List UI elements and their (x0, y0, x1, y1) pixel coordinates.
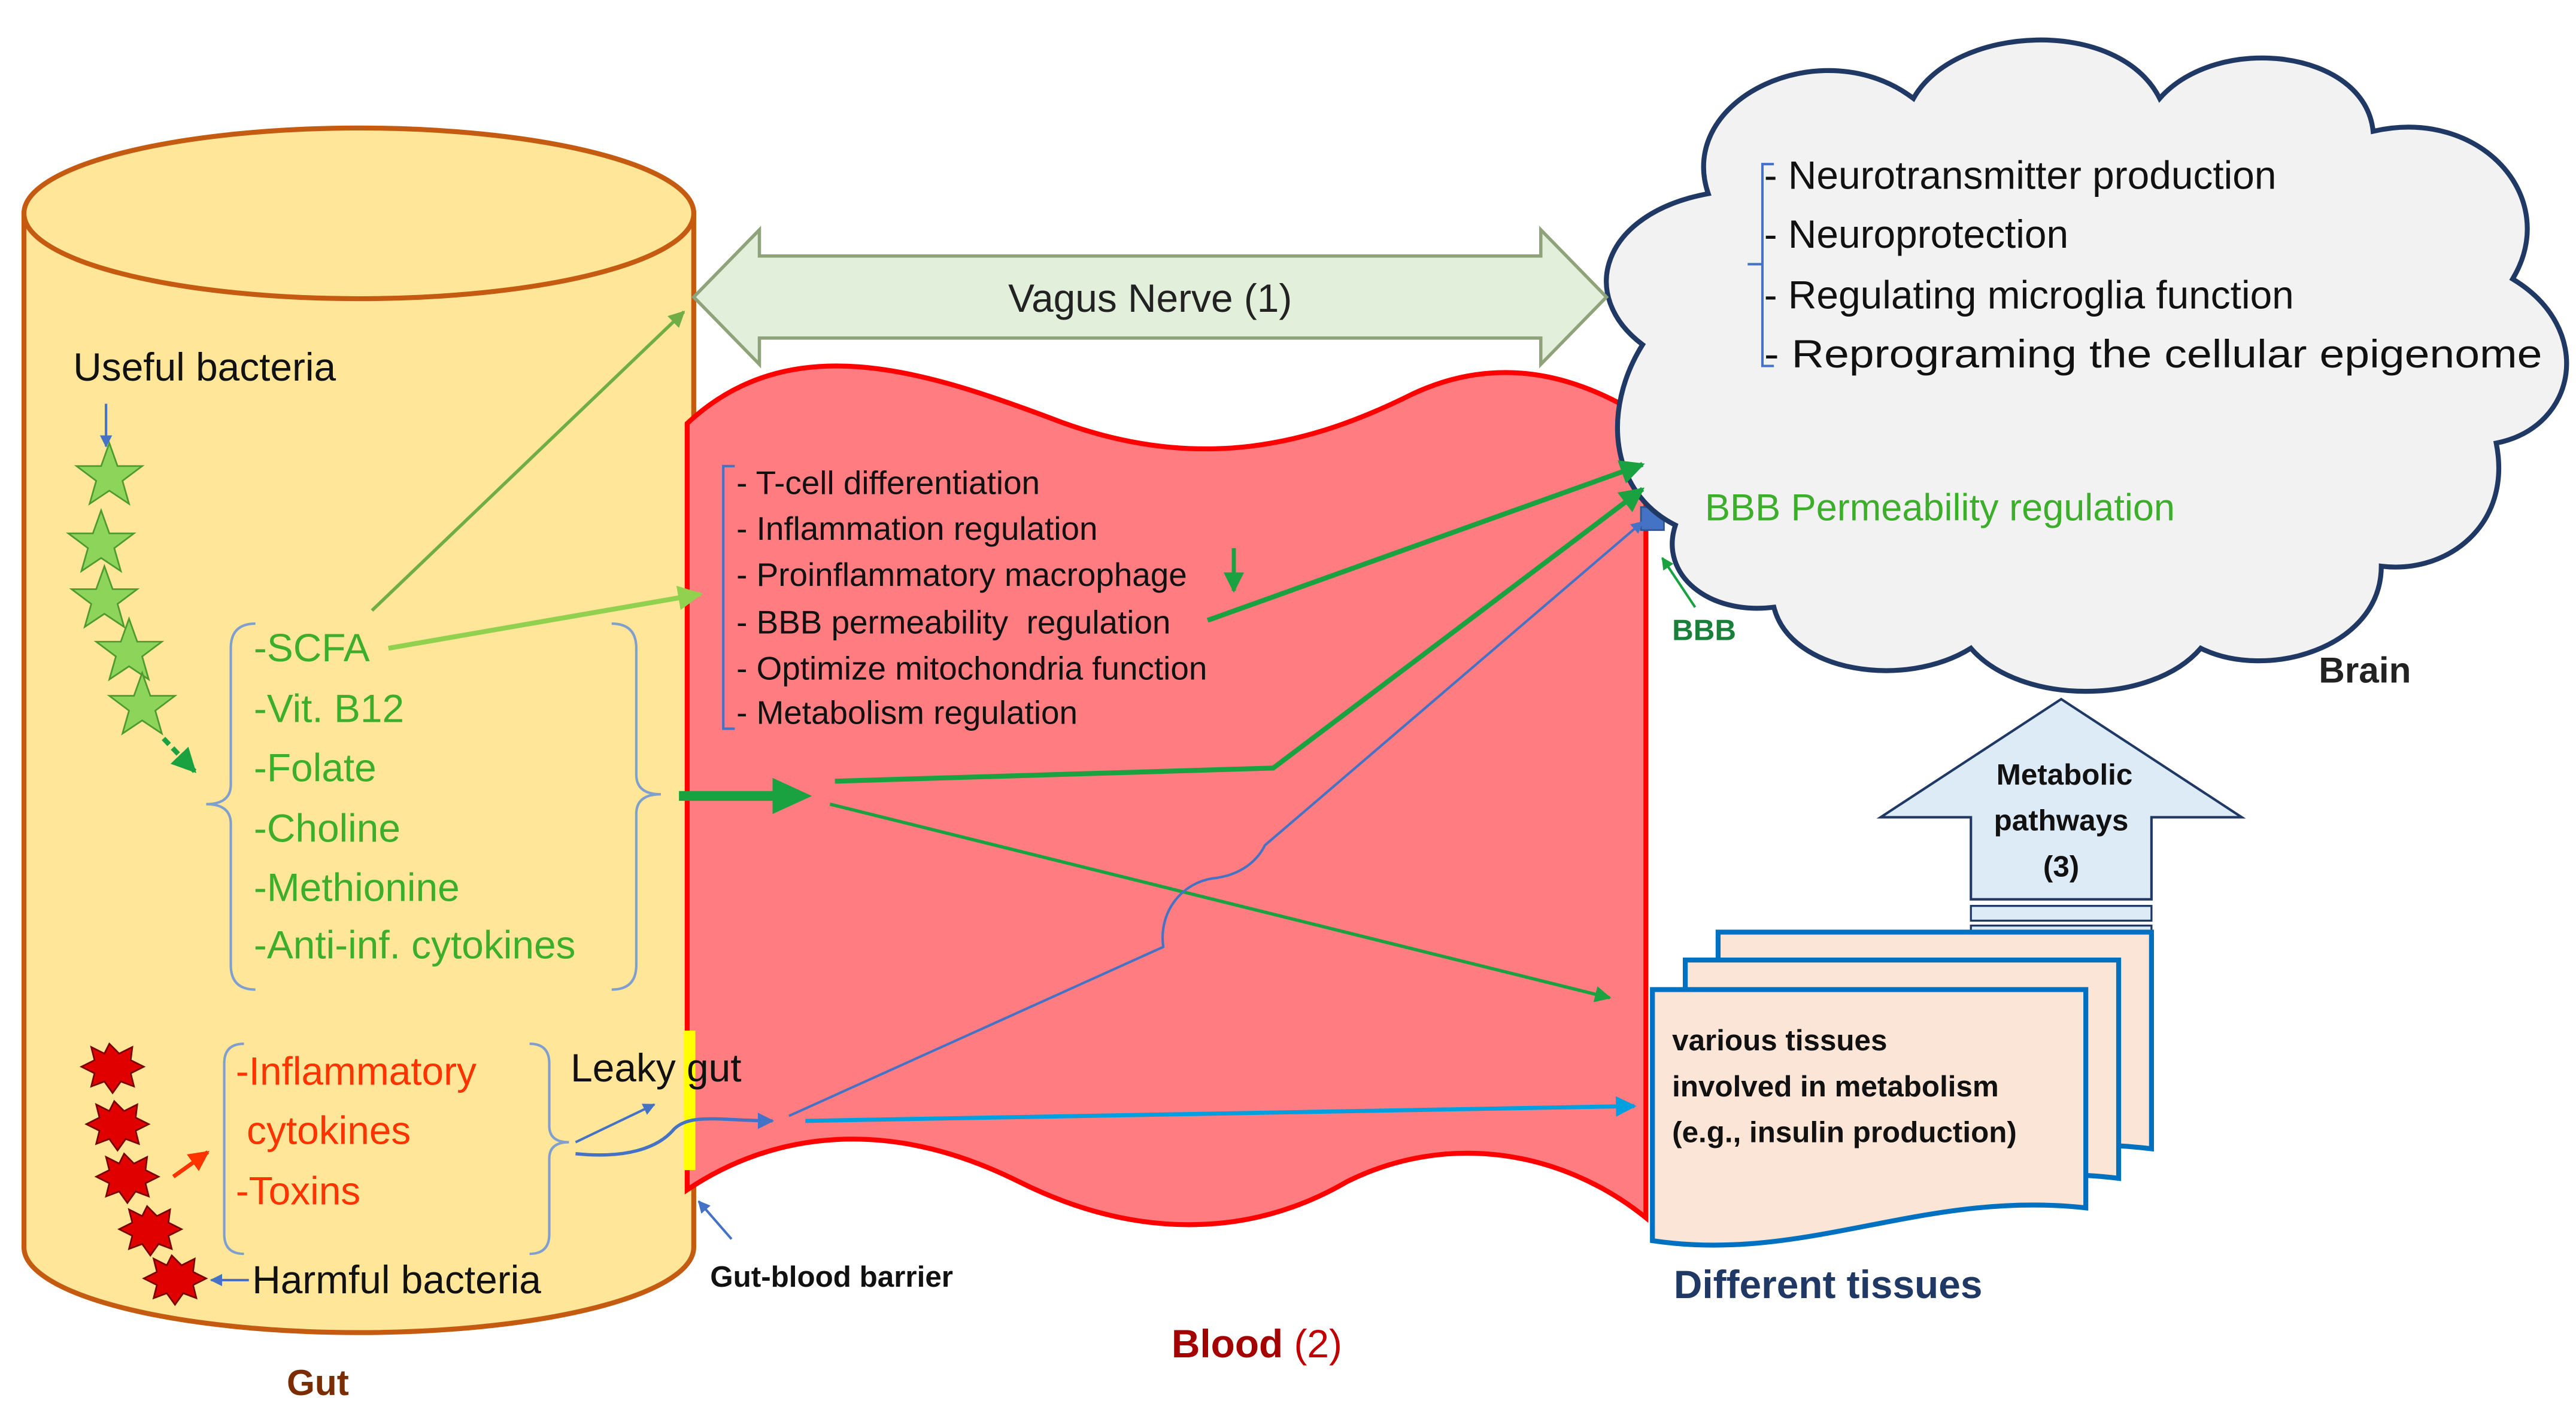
splat-icon (142, 1254, 208, 1306)
harmful-to-leaky-arrow-2 (575, 1113, 775, 1157)
vagus-nerve-label: Vagus Nerve (1) (1008, 276, 1292, 320)
different-tissues-caption: Different tissues (1674, 1262, 1983, 1306)
products-to-blood-thick-arrow (679, 777, 812, 815)
metabolic-line-1: Metabolic (1997, 758, 2133, 791)
brain-functions-bracket (1747, 163, 1774, 367)
brain-cloud (1604, 37, 2569, 694)
toxins-to-bbb-arrow (788, 521, 1644, 1117)
blood-function-6: - Metabolism regulation (736, 694, 1078, 731)
brain-function-1: - Neurotransmitter production (1764, 153, 2277, 197)
blood-functions-bracket (722, 464, 735, 730)
barrier-pointer-arrow (697, 1200, 733, 1240)
blood-function-3: - Proinflammatory macrophage (736, 556, 1187, 593)
useful-product-5: -Methionine (254, 865, 460, 909)
splat-icon (79, 1042, 146, 1095)
star-icon (74, 440, 145, 506)
harmful-product-1: -Inflammatory (236, 1049, 477, 1093)
tissue-line-3: (e.g., insulin production) (1672, 1116, 2017, 1149)
tissue-line-1: various tissues (1672, 1024, 1887, 1057)
harmful-product-2: cytokines (236, 1108, 411, 1152)
splat-icon (84, 1099, 151, 1152)
harmful-to-leaky-arrow-1 (575, 1103, 656, 1144)
tissue-line-2: involved in metabolism (1672, 1070, 1999, 1103)
harmful-product-3: -Toxins (236, 1169, 360, 1213)
products-left-brace (206, 622, 256, 991)
useful-product-6: -Anti-inf. cytokines (254, 922, 576, 967)
brain-function-3: - Regulating microglia function (1764, 273, 2294, 317)
gut-caption: Gut (287, 1362, 349, 1403)
products-right-brace (611, 622, 662, 991)
harmful-bacteria-label: Harmful bacteria (252, 1257, 541, 1302)
toxins-to-tissues-arrow (805, 1096, 1637, 1123)
brain-function-2: - Neuroprotection (1764, 212, 2068, 256)
star-icon (107, 670, 178, 736)
harmful-right-brace (529, 1042, 569, 1256)
useful-bacteria-label: Useful bacteria (73, 345, 336, 389)
leaky-gut-label: Leaky gut (571, 1046, 741, 1090)
useful-product-2: -Vit. B12 (254, 686, 404, 731)
vagus-nerve-arrow[interactable] (691, 226, 1609, 369)
useful-product-1: -SCFA (254, 625, 370, 670)
bbb-pointer-arrow (1661, 557, 1697, 608)
useful-product-4: -Choline (254, 806, 400, 850)
metabolic-line-3: (3) (2043, 850, 2079, 883)
blood-vessel-shape (684, 363, 1649, 1227)
bbb-label: BBB (1672, 613, 1736, 646)
products-to-bbb-arrow (835, 487, 1645, 784)
useful-bacteria-stars (65, 440, 178, 736)
products-to-tissues-arrow (829, 802, 1612, 1002)
blood-function-5: - Optimize mitochondria function (736, 649, 1207, 686)
gut-cylinder (21, 125, 696, 1335)
leaky-gut-barrier-segment (684, 1031, 696, 1171)
blood-caption-main: Blood (1172, 1321, 1283, 1366)
blood-function-1: - T-cell differentiation (736, 464, 1040, 501)
stars-to-products-arrow (162, 737, 197, 773)
useful-product-3: -Folate (254, 745, 377, 789)
star-icon (69, 563, 140, 629)
metabolic-line-2: pathways (1994, 804, 2129, 837)
blood-caption-number: (2) (1283, 1321, 1342, 1366)
scfa-to-vagus-arrow (371, 311, 685, 612)
harmful-left-bracket (223, 1042, 244, 1256)
splat-icon (94, 1152, 160, 1205)
star-icon (65, 508, 136, 573)
harmful-bacteria-splats (79, 1042, 208, 1306)
blood-caption: Blood (2) (1172, 1321, 1342, 1366)
blood-function-2: - Inflammation regulation (736, 510, 1097, 547)
scfa-to-blood-arrow (388, 585, 703, 651)
gut-blood-barrier-label: Gut-blood barrier (710, 1260, 953, 1293)
bbb-regulation-to-brain-arrow (1206, 460, 1645, 623)
blood-function-4: - BBB permeability regulation (736, 603, 1170, 640)
bbb-permeability-regulation-label: BBB Permeability regulation (1705, 487, 2175, 528)
tissue-documents-stack (1650, 929, 2154, 1248)
splats-to-products-arrow (172, 1150, 210, 1178)
star-icon (93, 616, 165, 682)
splat-icon (117, 1205, 184, 1257)
brain-caption: Brain (2319, 650, 2411, 691)
brain-function-4: - Reprograming the cellular epigenome (1764, 332, 2542, 376)
